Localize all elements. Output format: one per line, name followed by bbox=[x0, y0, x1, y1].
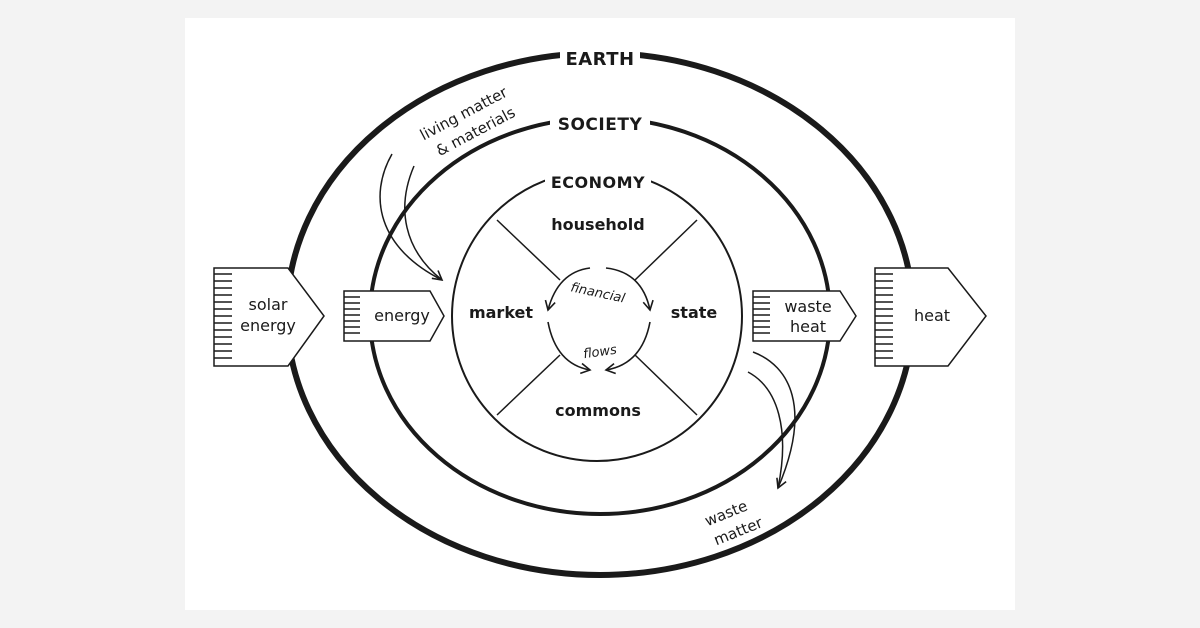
earth-label-gap bbox=[560, 44, 640, 72]
society-label-gap bbox=[550, 108, 650, 136]
financial-flows-cycle bbox=[544, 267, 654, 375]
flow-arrow-bottom-right bbox=[604, 321, 651, 375]
waste-heat-line1: waste bbox=[784, 297, 831, 316]
living-matter-arrow bbox=[379, 153, 444, 282]
heat-arrow: heat bbox=[874, 267, 987, 367]
waste-matter-arrow bbox=[747, 351, 796, 490]
divider-top-right bbox=[634, 219, 698, 281]
solar-energy-line2: energy bbox=[240, 316, 296, 335]
waste-heat-arrow: waste heat bbox=[752, 290, 857, 342]
flow-arrow-top-left bbox=[544, 267, 591, 312]
society-label: SOCIETY bbox=[558, 115, 643, 135]
sector-household: household bbox=[551, 215, 644, 234]
economy-label: ECONOMY bbox=[551, 173, 645, 192]
sector-state: state bbox=[671, 303, 718, 322]
energy-label: energy bbox=[374, 306, 430, 325]
divider-bottom-left bbox=[496, 354, 561, 416]
waste-heat-line2: heat bbox=[790, 317, 826, 336]
earth-label: EARTH bbox=[565, 49, 634, 70]
sector-market: market bbox=[469, 303, 533, 322]
flow-arrow-top-right bbox=[605, 267, 654, 312]
sector-commons: commons bbox=[555, 401, 641, 420]
energy-arrow: energy bbox=[343, 290, 445, 342]
solar-energy-arrow: solar energy bbox=[213, 267, 325, 367]
economy-label-gap bbox=[545, 168, 651, 192]
flows-label: flows bbox=[582, 343, 618, 363]
solar-energy-line1: solar bbox=[249, 295, 288, 314]
divider-top-left bbox=[496, 219, 561, 281]
divider-bottom-right bbox=[634, 354, 698, 416]
flow-arrow-bottom-left bbox=[547, 321, 592, 375]
heat-label: heat bbox=[914, 306, 950, 325]
